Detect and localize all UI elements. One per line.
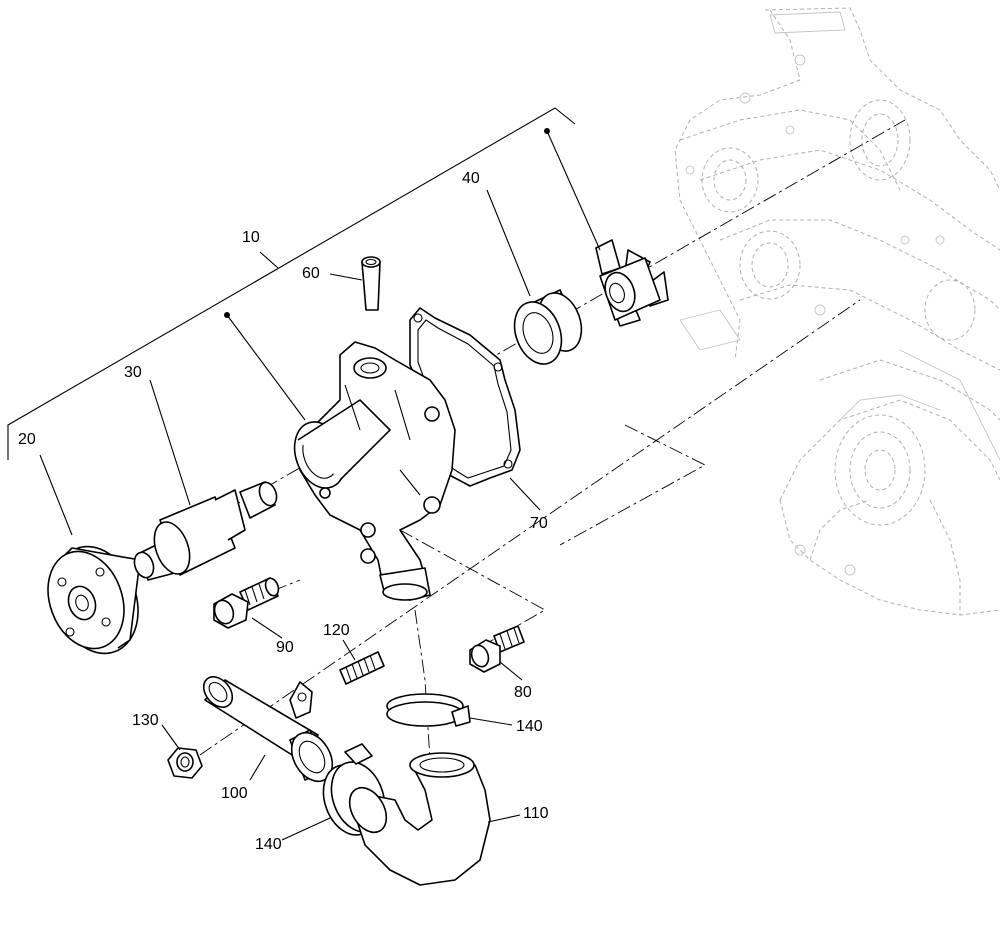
- part-110-elbow-hose: [348, 752, 491, 886]
- part-60-pin: [361, 256, 381, 311]
- part-30-shaft-bearing: [133, 481, 278, 581]
- part-80-bolt: [469, 625, 525, 673]
- impeller: [595, 239, 669, 327]
- part-40-seal: [513, 289, 583, 365]
- callout-90: 90: [276, 639, 294, 656]
- callout-20: 20: [18, 431, 36, 448]
- water-pump-housing: [293, 341, 456, 601]
- part-120-stud: [339, 651, 385, 685]
- callout-70: 70: [530, 515, 548, 532]
- part-130-nut: [167, 747, 203, 779]
- part-140-clamp-upper: [386, 693, 471, 727]
- part-20-pulley-flange: [47, 545, 141, 655]
- callout-80: 80: [514, 684, 532, 701]
- callout-140-lower: 140: [255, 836, 282, 853]
- callout-labels: 10 20 30 40 60 70 80 90 100 110 120 130 …: [18, 170, 549, 853]
- callout-100: 100: [221, 785, 248, 802]
- callout-60: 60: [302, 265, 320, 282]
- callout-120: 120: [323, 622, 350, 639]
- callout-30: 30: [124, 364, 142, 381]
- callout-40: 40: [462, 170, 480, 187]
- assembly-bracket-10: [7, 107, 576, 460]
- callout-140-upper: 140: [516, 718, 543, 735]
- part-90-bolt: [213, 577, 280, 629]
- leader-lines: [39, 128, 601, 841]
- callout-110: 110: [523, 805, 549, 822]
- callout-10: 10: [242, 229, 260, 246]
- part-100-pipe: [202, 676, 334, 783]
- engine-block-ghost: [674, 7, 1000, 616]
- callout-130: 130: [132, 712, 159, 729]
